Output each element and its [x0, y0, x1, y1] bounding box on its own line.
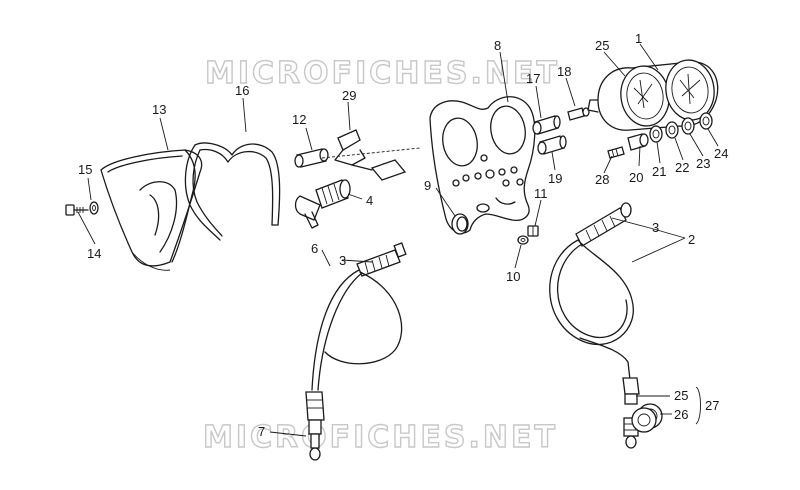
part-11-nut: [527, 225, 539, 237]
callout-1: 1: [635, 31, 642, 46]
callout-26: 26: [674, 407, 688, 422]
part-26-union-nut: [631, 403, 663, 433]
part-13-instrument-cover: [100, 149, 203, 271]
part-23-ring: [681, 117, 695, 135]
part-22-ring: [665, 121, 679, 139]
part-10-washer: [517, 235, 529, 245]
callout-12: 12: [292, 112, 306, 127]
callout-15: 15: [78, 162, 92, 177]
part-2-speedometer-cable: [549, 202, 640, 449]
part-17-bulb-holder: [532, 115, 561, 135]
callout-24: 24: [714, 146, 728, 161]
callout-23: 23: [696, 156, 710, 171]
callout-3-speedo: 3: [652, 220, 659, 235]
callout-28: 28: [595, 172, 609, 187]
part-4-angle-drive: [294, 179, 351, 229]
part-20-socket: [627, 133, 649, 151]
callout-10: 10: [506, 269, 520, 284]
callout-17: 17: [526, 71, 540, 86]
callout-16: 16: [235, 83, 249, 98]
part-18-bulb: [567, 107, 590, 121]
callout-11: 11: [534, 186, 548, 201]
callout-13: 13: [152, 102, 166, 117]
callout-20: 20: [629, 170, 643, 185]
callout-8: 8: [494, 38, 501, 53]
callout-19: 19: [548, 171, 562, 186]
callout-27: 27: [705, 398, 719, 413]
callout-labels: 1 2 3 3 4 6 7 8 9 10 11 12 13 14 15 16 1…: [78, 31, 728, 439]
part-19-bulb-holder: [537, 135, 567, 155]
callout-2: 2: [688, 232, 695, 247]
watermark-bottom: MICROFICHES.NET: [203, 420, 558, 455]
part-9-grommet: [451, 213, 469, 235]
callout-6: 6: [311, 241, 318, 256]
callout-18: 18: [557, 64, 571, 79]
part-21-ring: [649, 125, 663, 143]
part-28-pin: [607, 146, 625, 159]
part-29-bracket: [334, 129, 407, 181]
callout-21: 21: [652, 164, 666, 179]
part-14-screw: [65, 204, 89, 216]
callout-22: 22: [675, 160, 689, 175]
watermark-top: MICROFICHES.NET: [205, 56, 560, 91]
part-15-washer: [89, 201, 99, 215]
callout-14: 14: [87, 246, 101, 261]
part-8-instrument-bracket: [429, 96, 536, 234]
part-1-instrument-cluster: [587, 59, 719, 131]
part-24-ring: [699, 112, 713, 130]
callout-9: 9: [424, 178, 431, 193]
callout-25-cable: 25: [674, 388, 688, 403]
part-16-wire-clip: [184, 142, 281, 241]
part-6-tachometer-cable: [305, 242, 407, 461]
leader-lines: [77, 43, 719, 437]
callout-25-cluster: 25: [595, 38, 609, 53]
callout-29: 29: [342, 88, 356, 103]
callout-7: 7: [258, 424, 265, 439]
callout-4: 4: [366, 193, 373, 208]
callout-3-tacho: 3: [339, 253, 346, 268]
